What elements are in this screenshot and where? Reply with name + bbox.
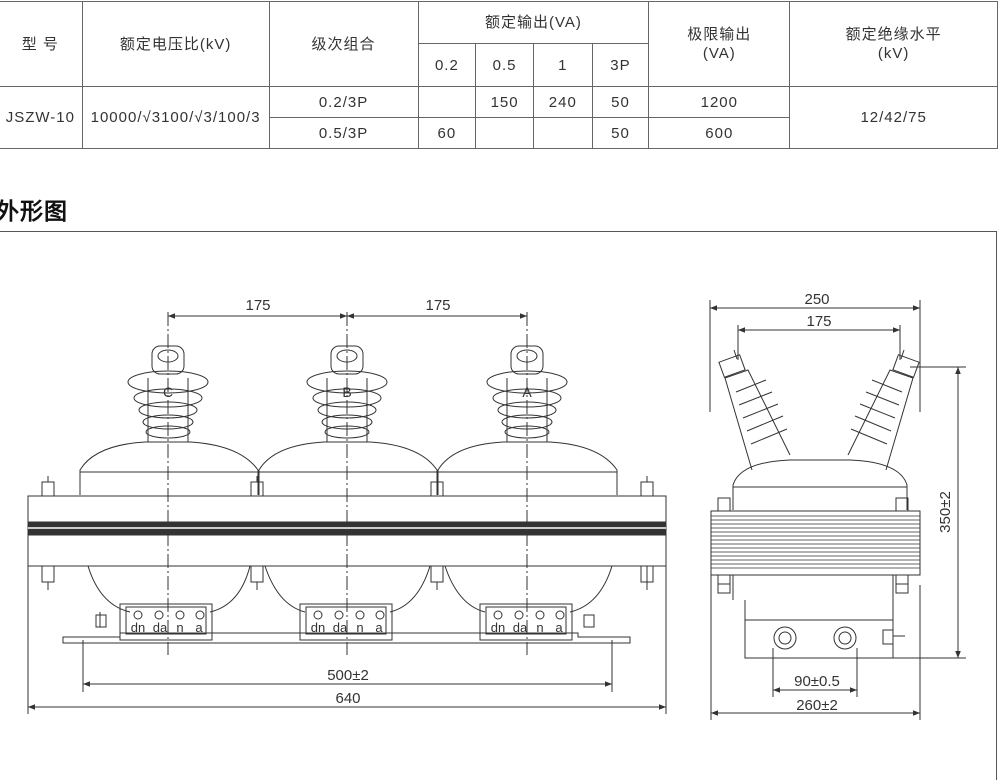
dim-overall-length: 640 [335,690,360,707]
terminal-label: da [153,620,168,635]
terminal-label: a [375,620,383,635]
phase-label-c: C [163,384,173,400]
cell-voltage-ratio: 10000/√3100/√3/100/3 [81,86,270,149]
header-insulation-line2: (kV) [877,45,910,62]
cell-value: 60 [417,117,477,149]
cell-insulation: 12/42/75 [789,86,998,149]
terminal-label: da [513,620,528,635]
dim-pitch-right: 175 [425,297,450,314]
terminal-label: a [195,620,203,635]
cell-limit: 1200 [648,86,791,118]
terminal-label: n [176,620,183,635]
terminal-label: n [356,620,363,635]
table-row: JSZW-10 10000/√3100/√3/100/3 0.2/3P 150 … [0,86,998,149]
header-limit-output-line2: (VA) [702,45,736,62]
terminal-label: n [536,620,543,635]
front-view [27,312,667,714]
header-class-0-2: 0.2 [417,43,477,87]
header-insulation-level: 额定绝缘水平 (kV) [789,1,998,87]
cell-model: JSZW-10 [0,86,83,149]
cell-value [532,117,593,149]
terminal-labels: dn da n a dn da n a dn da n a [131,620,564,635]
terminal-label: da [333,620,348,635]
header-rated-output: 额定输出(VA) [417,1,650,44]
dim-pitch-left: 175 [245,297,270,314]
header-limit-output-line1: 极限输出 [687,26,752,43]
front-view-labels: 175 175 C B A 500±2 640 [163,297,532,707]
bolts-bottom [41,565,654,590]
dim-top-inner: 175 [806,313,831,330]
dim-hole-spacing: 90±0.5 [794,673,840,690]
terminal-label: dn [131,620,145,635]
side-view [709,300,966,720]
section-title: 外形图 [0,198,68,224]
drawing-frame [0,231,997,780]
header-insulation-line1: 额定绝缘水平 [845,26,942,43]
header-class-1: 1 [532,43,593,87]
cell-value: 240 [532,86,593,118]
spec-table: 型 号 额定电压比(kV) 级次组合 额定输出(VA) 极限输出(VA) 额定绝… [0,1,998,149]
cell-value: 150 [475,86,534,118]
terminal-label: dn [311,620,325,635]
insulator-left [718,349,791,471]
dim-top-outer: 250 [804,291,829,308]
header-model: 型 号 [0,1,83,87]
dim-base-width: 260±2 [796,697,838,714]
phase-b [258,345,438,495]
cell-limit: 600 [648,117,791,149]
insulator-right [847,349,920,471]
phase-label-b: B [342,384,351,400]
cell-value: 50 [591,117,650,149]
cell-combo: 0.2/3P [268,86,419,118]
dim-mount-spacing: 500±2 [327,667,369,684]
cell-value [417,86,477,118]
cell-combo: 0.5/3P [268,117,419,149]
terminal-boxes [119,603,573,641]
terminal-label: a [555,620,563,635]
header-voltage-ratio: 额定电压比(kV) [81,1,270,87]
header-class-3p: 3P [591,43,650,87]
terminal-label: dn [491,620,505,635]
phase-a [437,345,618,495]
side-view-labels: 250 175 350±2 90±0.5 260±2 [794,291,954,714]
cell-value [475,117,534,149]
dim-height: 350±2 [937,491,954,533]
table-row: 0.5/3P 60 50 600 [0,117,998,149]
terminal-screws [133,610,565,620]
phase-label-a: A [522,384,532,400]
phase-c [79,345,259,495]
